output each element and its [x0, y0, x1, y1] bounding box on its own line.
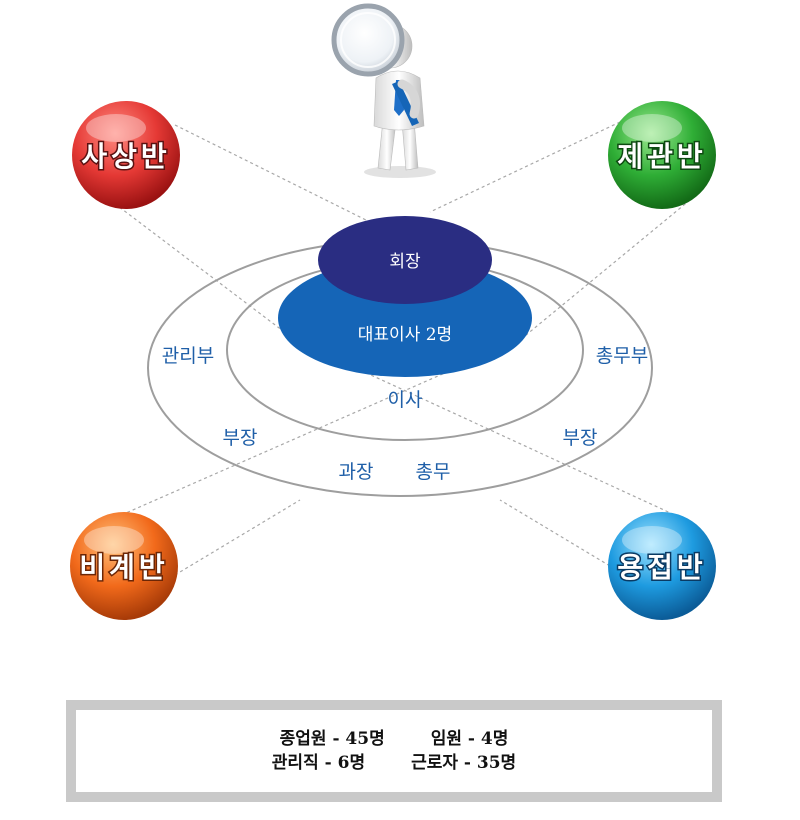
director-label: 이사	[388, 389, 423, 411]
employees-count: 종업원 - 45명	[279, 729, 385, 749]
managers-count: 관리직 - 6명	[271, 753, 366, 773]
chairman-label: 회장	[389, 252, 421, 272]
magnifier-figure-icon	[331, 3, 436, 178]
workers-count: 근로자 - 35명	[411, 753, 517, 773]
team-orb-orange: 비계반	[70, 512, 178, 620]
team-label: 사상반	[81, 140, 170, 173]
manager-right-label: 부장	[563, 427, 598, 449]
section-chief-label: 과장	[339, 461, 374, 483]
connector-line	[499, 499, 621, 573]
team-label: 비계반	[79, 551, 168, 584]
admin-dept-label: 관리부	[162, 345, 214, 367]
team-orb-red: 사상반	[72, 101, 180, 209]
team-label: 제관반	[617, 140, 706, 173]
team-orb-blue: 용접반	[608, 512, 716, 620]
summary-content: 종업원 - 45명 임원 - 4명 관리직 - 6명 근로자 - 35명	[76, 710, 712, 792]
connector-line	[174, 499, 301, 576]
general-label: 총무	[416, 461, 451, 483]
chairman-ellipse	[318, 216, 492, 304]
summary-box: 종업원 - 45명 임원 - 4명 관리직 - 6명 근로자 - 35명	[66, 700, 722, 802]
team-orb-green: 제관반	[608, 101, 716, 209]
executives-count: 임원 - 4명	[430, 729, 509, 749]
connector-line	[429, 121, 621, 213]
team-label: 용접반	[617, 551, 706, 584]
connector-line	[109, 199, 296, 341]
summary-row: 관리직 - 6명 근로자 - 35명	[272, 751, 516, 775]
summary-row: 종업원 - 45명 임원 - 4명	[280, 727, 509, 751]
general-affairs-dept-label: 총무부	[596, 345, 648, 367]
connector-line	[174, 124, 371, 223]
ceo-label: 대표이사 2명	[358, 325, 452, 345]
manager-left-label: 부장	[223, 427, 258, 449]
connector-line	[519, 199, 691, 341]
